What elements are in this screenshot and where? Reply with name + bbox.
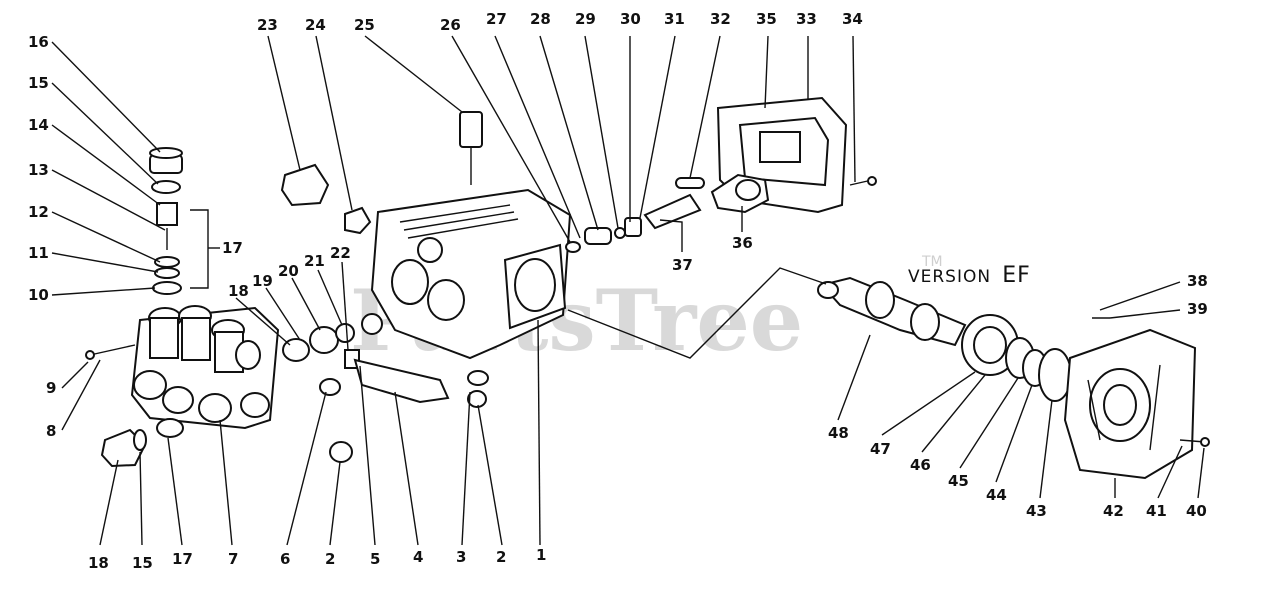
callout-18-mid: 18 [228, 282, 249, 300]
callout-1: 1 [536, 546, 546, 564]
callout-15-bottom: 15 [132, 554, 153, 572]
callout-16: 16 [28, 33, 49, 51]
callout-28: 28 [530, 10, 551, 28]
callout-35: 35 [756, 10, 777, 28]
callout-5: 5 [370, 550, 380, 568]
bearings [961, 314, 1072, 402]
callout-29: 29 [575, 10, 596, 28]
callout-26: 26 [440, 16, 461, 34]
callout-7: 7 [228, 550, 238, 568]
callout-27: 27 [486, 10, 507, 28]
version-code: EF [1002, 263, 1031, 288]
callout-44: 44 [986, 486, 1007, 504]
caps-23-24 [280, 163, 372, 235]
callout-17-bracket: 17 [222, 239, 243, 257]
callout-46: 46 [910, 456, 931, 474]
callout-31: 31 [664, 10, 685, 28]
callout-14: 14 [28, 116, 49, 134]
callout-37: 37 [672, 256, 693, 274]
callout-2-right: 2 [496, 548, 506, 566]
callout-39: 39 [1187, 300, 1208, 318]
callout-30: 30 [620, 10, 641, 28]
callout-24: 24 [305, 16, 326, 34]
shaft-connector-line [567, 267, 827, 359]
callout-45: 45 [948, 472, 969, 490]
callout-6: 6 [280, 550, 290, 568]
callout-13: 13 [28, 161, 49, 179]
callout-17-bottom: 17 [172, 550, 193, 568]
callout-33: 33 [796, 10, 817, 28]
callout-48: 48 [828, 424, 849, 442]
callout-9: 9 [46, 379, 56, 397]
callout-25: 25 [354, 16, 375, 34]
trademark-mark: TM [921, 254, 943, 270]
end-cover [1063, 317, 1210, 480]
crankshaft [817, 276, 967, 347]
callout-32: 32 [710, 10, 731, 28]
callout-36: 36 [732, 234, 753, 252]
callout-labels: 16 15 14 13 12 11 10 9 8 17 18 19 20 21 … [28, 10, 1208, 572]
callout-43: 43 [1026, 502, 1047, 520]
callout-41: 41 [1146, 502, 1167, 520]
version-label: VERSION EF [908, 263, 1031, 288]
callout-47: 47 [870, 440, 891, 458]
callout-20: 20 [278, 262, 299, 280]
callout-8: 8 [46, 422, 56, 440]
callout-11: 11 [28, 244, 49, 262]
pin-32 [675, 177, 705, 189]
callout-15: 15 [28, 74, 49, 92]
callout-42: 42 [1103, 502, 1124, 520]
callout-40: 40 [1186, 502, 1207, 520]
callout-22: 22 [330, 244, 351, 262]
leader-lines [51, 35, 1205, 546]
callout-21: 21 [304, 252, 325, 270]
plunger-parts [565, 193, 702, 253]
callout-38: 38 [1187, 272, 1208, 290]
version-prefix: VERSION [908, 267, 991, 287]
callout-18-bottom: 18 [88, 554, 109, 572]
callout-4: 4 [413, 548, 423, 566]
callout-2-left: 2 [325, 550, 335, 568]
callout-12: 12 [28, 203, 49, 221]
callout-10: 10 [28, 286, 49, 304]
callout-19: 19 [252, 272, 273, 290]
seal-bushings [282, 313, 489, 463]
callout-3: 3 [456, 548, 466, 566]
manifold-head [130, 305, 280, 430]
crankcase [370, 188, 572, 360]
connecting-rod [710, 173, 770, 214]
oil-plug [459, 111, 483, 185]
drain-plugs [85, 344, 184, 468]
callout-34: 34 [842, 10, 863, 28]
callout-23: 23 [257, 16, 278, 34]
